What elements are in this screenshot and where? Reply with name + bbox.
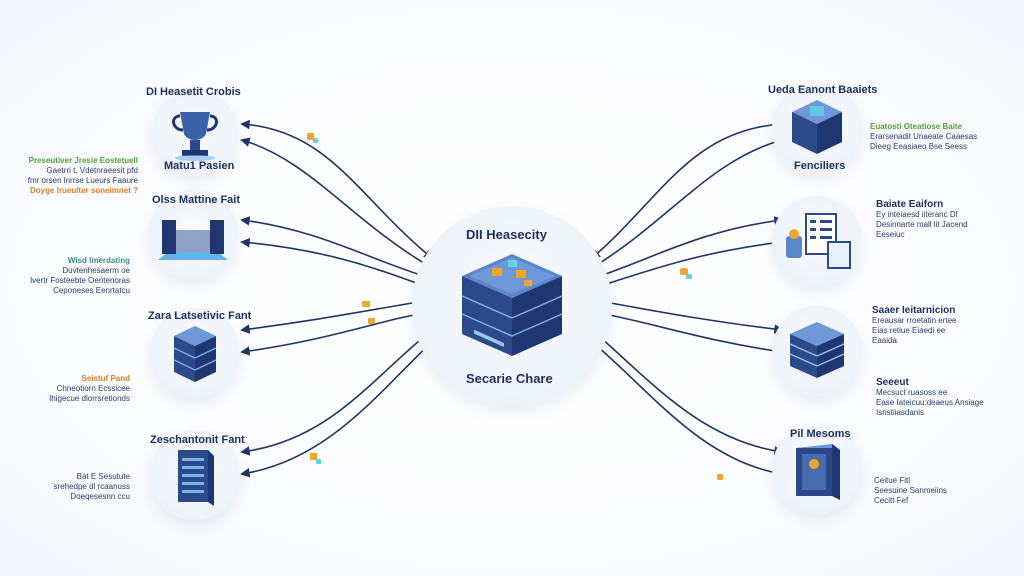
server-cabinet-icon [178, 450, 214, 506]
right-node-4[interactable] [772, 424, 862, 514]
link-left-4b [240, 338, 436, 478]
right-node-1-title: Ueda Eanont Baaiets [768, 84, 878, 96]
right-desc-1: Euatosti Oteatiose Baite Erarsenadit Una… [870, 122, 978, 151]
left-desc-1: Preseutiver Jresie Eostetuell Gaetrri t.… [27, 156, 138, 195]
left-node-2[interactable] [148, 190, 238, 280]
right-desc-5: Ceitue Fitl Seesuine Sanmeiins Cecitt Fe… [874, 476, 947, 505]
token-icon [686, 274, 692, 279]
token-icon [313, 138, 318, 143]
token-icon [362, 301, 370, 307]
left-desc-2: Wisd Imerdating Duvterihesaerm oe Ivertr… [29, 256, 130, 295]
link-left-3b [240, 308, 432, 356]
cube-tower-icon [792, 100, 842, 154]
token-icon [717, 474, 723, 480]
link-right-4b [588, 338, 784, 478]
center-subtitle: Secarie Chare [466, 371, 553, 386]
link-left-2b [240, 237, 432, 290]
left-node-4[interactable] [150, 430, 240, 520]
left-node-4-title: Zeschantonit Fant [150, 434, 245, 446]
link-right-1a [590, 119, 784, 260]
right-node-4-title: Pil Mesoms [790, 428, 851, 440]
token-icon [680, 268, 688, 275]
center-title: DII Heasecity [466, 227, 547, 242]
left-node-3-title: Zara Latsetivic Fant [148, 310, 252, 322]
left-desc-3: Seistuf Pand Chneotiorn Ecssicee Ihigecu… [49, 374, 130, 403]
link-left-1a [240, 119, 434, 260]
right-node-1[interactable] [772, 84, 862, 174]
right-desc-4: Seeeut Mecsuct ruasoss ee Ease Iateicuu:… [876, 377, 984, 418]
token-icon [310, 453, 317, 460]
right-node-1-caption: Fenciliers [794, 160, 846, 172]
left-desc-4: Bat E Sesutute srehedpe dl rcaanuss Doeq… [53, 472, 131, 501]
trophy-icon [172, 112, 218, 161]
link-left-3a [240, 296, 432, 334]
token-icon [368, 318, 375, 324]
right-node-2[interactable] [772, 196, 862, 286]
server-stack-icon [173, 326, 217, 382]
link-right-3a [592, 296, 784, 334]
secure-server-icon [796, 444, 840, 500]
data-platform-icon [158, 220, 228, 260]
token-icon [307, 133, 314, 140]
left-node-2-title: Olss Mattine Fait [152, 194, 241, 206]
token-icon [316, 459, 321, 464]
center-node[interactable] [412, 206, 612, 406]
server-cube-icon [461, 254, 563, 356]
left-node-1-caption: Matu1 Pasien [164, 160, 235, 172]
right-desc-2: Baiate Eaiforn Ey inteiaesd iiteranc Dl … [876, 199, 968, 240]
right-desc-3: Saaer Ieitarnicion Ereausar rroetatin er… [872, 305, 957, 346]
layered-disk-icon [789, 322, 845, 378]
analytics-board-icon [786, 213, 851, 269]
left-node-1-title: DI Heasetit Crobis [146, 86, 241, 98]
link-right-3b [592, 308, 784, 356]
right-node-3[interactable] [772, 306, 862, 396]
left-node-1[interactable] [152, 90, 238, 176]
link-left-1b [240, 137, 434, 269]
link-right-4a [590, 328, 784, 456]
left-node-3[interactable] [150, 308, 240, 398]
link-right-1b [590, 137, 784, 270]
link-right-2b [592, 238, 784, 291]
